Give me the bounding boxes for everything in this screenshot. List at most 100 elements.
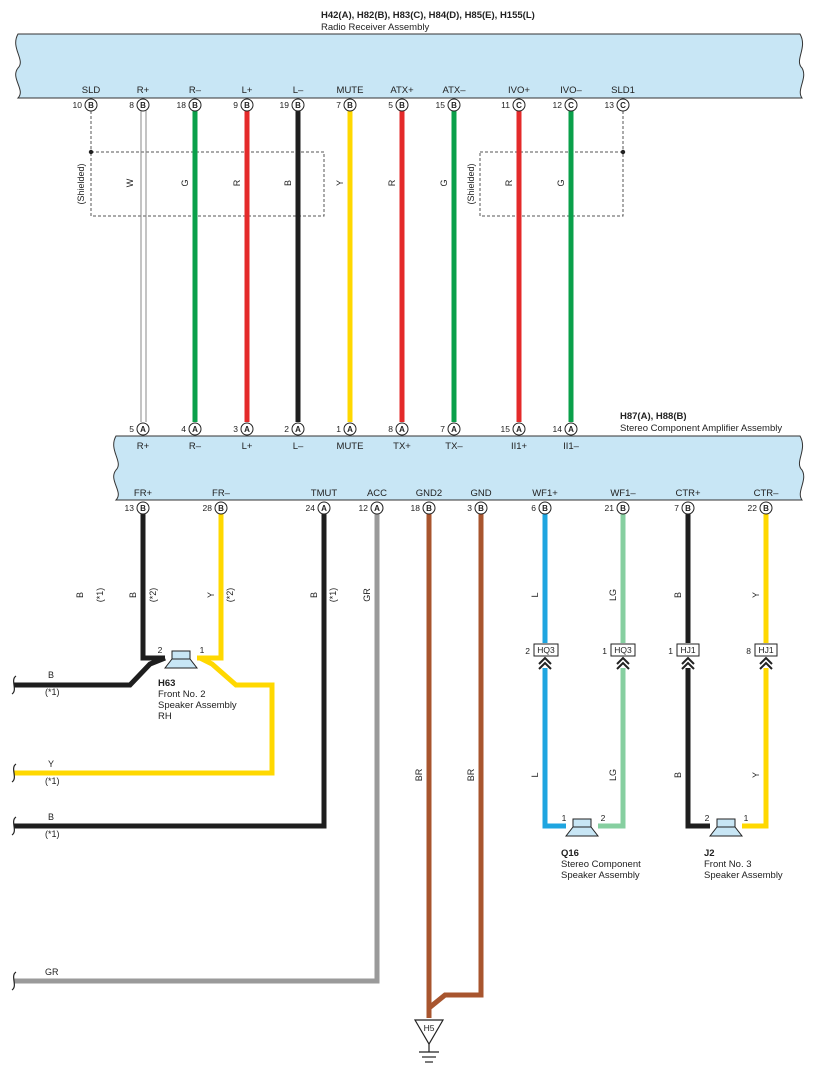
pin-terminal: B19 [280,98,305,112]
svg-text:6: 6 [531,503,536,513]
svg-text:7: 7 [440,424,445,434]
speaker-code: H63 [158,678,175,689]
radio-pin-label: MUTE [337,85,364,96]
svg-text:TX–: TX– [445,441,463,452]
amp-pin-label: WF1+ [532,488,558,499]
pin-terminal: B18 [411,501,436,515]
radio-pin-label: R– [189,85,202,96]
radio-pin-label: IVO– [560,85,582,96]
svg-text:Front No. 3: Front No. 3 [704,859,752,870]
amp-assembly-box [113,435,805,501]
svg-text:B: B [192,101,198,110]
pin-terminal: B13 [125,501,150,515]
radio-pin-labels: SLD R+ R– L+ L– MUTE ATX+ ATX– IVO+ IVO–… [82,85,635,96]
svg-text:1: 1 [336,424,341,434]
speaker-q16: 1 2 Q16 Stereo Component Speaker Assembl… [561,813,641,881]
svg-text:B: B [399,101,405,110]
wire-color-label: L [530,772,540,777]
svg-text:HJ1: HJ1 [680,645,695,655]
svg-text:7: 7 [336,100,341,110]
pin-terminal: C12 [553,98,578,112]
amp-assembly-name: Stereo Component Amplifier Assembly [620,423,782,434]
pin-terminal: B10 [73,98,98,112]
speaker-j2: 2 1 J2 Front No. 3 Speaker Assembly [704,813,783,881]
svg-text:TX+: TX+ [393,441,411,452]
wire-color-labels-top: W G R B Y R G R G [125,175,566,189]
svg-text:13: 13 [605,100,615,110]
amp-bottom-pin-circles: B13 B28 A24 A12 B18 B3 B6 B21 B7 B22 [125,501,773,515]
svg-text:Stereo Component: Stereo Component [561,859,641,870]
speaker-h63: 2 1 H63 Front No. 2 Speaker Assembly RH [158,645,237,722]
pin-terminal: A5R+ [129,422,150,452]
svg-text:A: A [140,425,146,434]
exit-color-label: GR [45,967,59,977]
wire-color-label: Y [206,592,216,598]
wire-tmut [14,513,327,829]
wire-color-label: B [673,592,683,598]
svg-text:22: 22 [748,503,758,513]
svg-text:A: A [347,425,353,434]
junction-hj1: HJ1 1 [668,643,700,670]
svg-text:B: B [140,101,146,110]
wire-color-label: R [504,179,514,186]
wire-color-label: B [309,592,319,598]
wire-color-label: G [556,179,566,186]
svg-text:9: 9 [233,100,238,110]
svg-text:2: 2 [158,645,163,655]
svg-text:A: A [192,425,198,434]
shielded-label: (Shielded) [466,163,476,204]
wire-color-label: Y [335,180,345,186]
pin-terminal: B7 [674,501,695,515]
svg-text:4: 4 [181,424,186,434]
svg-text:2: 2 [284,424,289,434]
wire-color-label: B [283,180,293,186]
svg-text:3: 3 [233,424,238,434]
pin-terminal: A12 [359,501,384,515]
wire-color-label: L [530,592,540,597]
svg-text:15: 15 [436,100,446,110]
svg-text:HQ3: HQ3 [614,645,632,655]
svg-text:8: 8 [388,424,393,434]
svg-text:HQ3: HQ3 [537,645,555,655]
wire-color-label: BR [414,768,424,781]
svg-text:18: 18 [411,503,421,513]
exit-note: (*1) [45,687,60,697]
pin-terminal: C11 [501,98,526,112]
speaker-code: Q16 [561,848,579,859]
svg-text:R–: R– [189,441,202,452]
svg-text:II1+: II1+ [511,441,528,452]
svg-text:II1–: II1– [563,441,580,452]
wire-color-label: B [128,592,138,598]
svg-text:1: 1 [562,813,567,823]
svg-text:28: 28 [203,503,213,513]
svg-text:A: A [374,504,380,513]
wire-color-label: R [387,179,397,186]
exit-note: (*1) [45,776,60,786]
pin-terminal: A24 [306,501,331,515]
wire-color-label: Y [751,592,761,598]
svg-text:B: B [685,504,691,513]
left-exits: B (*1) Y (*1) B (*1) GR [11,670,60,991]
radio-pin-label: R+ [137,85,150,96]
amp-connector-list: H87(A), H88(B) [620,411,687,422]
wire-color-label: B [673,772,683,778]
svg-text:L+: L+ [242,441,253,452]
svg-text:B: B [218,504,224,513]
radio-pin-label: SLD [82,85,101,96]
pin-terminal: B5 [388,98,409,112]
svg-text:Speaker Assembly: Speaker Assembly [158,700,237,711]
svg-text:A: A [568,425,574,434]
radio-pin-circles: B10 B8 B18 B9 B19 B7 B5 B15 C11 C12 C13 [73,98,630,112]
radio-pin-label: L– [293,85,304,96]
pin-terminal: B6 [531,501,552,515]
wire-note: (*2) [225,588,235,603]
svg-text:12: 12 [553,100,563,110]
pin-terminal: B15 [436,98,461,112]
exit-color-label: B [48,812,54,822]
amp-pin-label: FR– [212,488,231,499]
svg-text:11: 11 [501,100,510,110]
svg-text:1: 1 [602,646,607,656]
